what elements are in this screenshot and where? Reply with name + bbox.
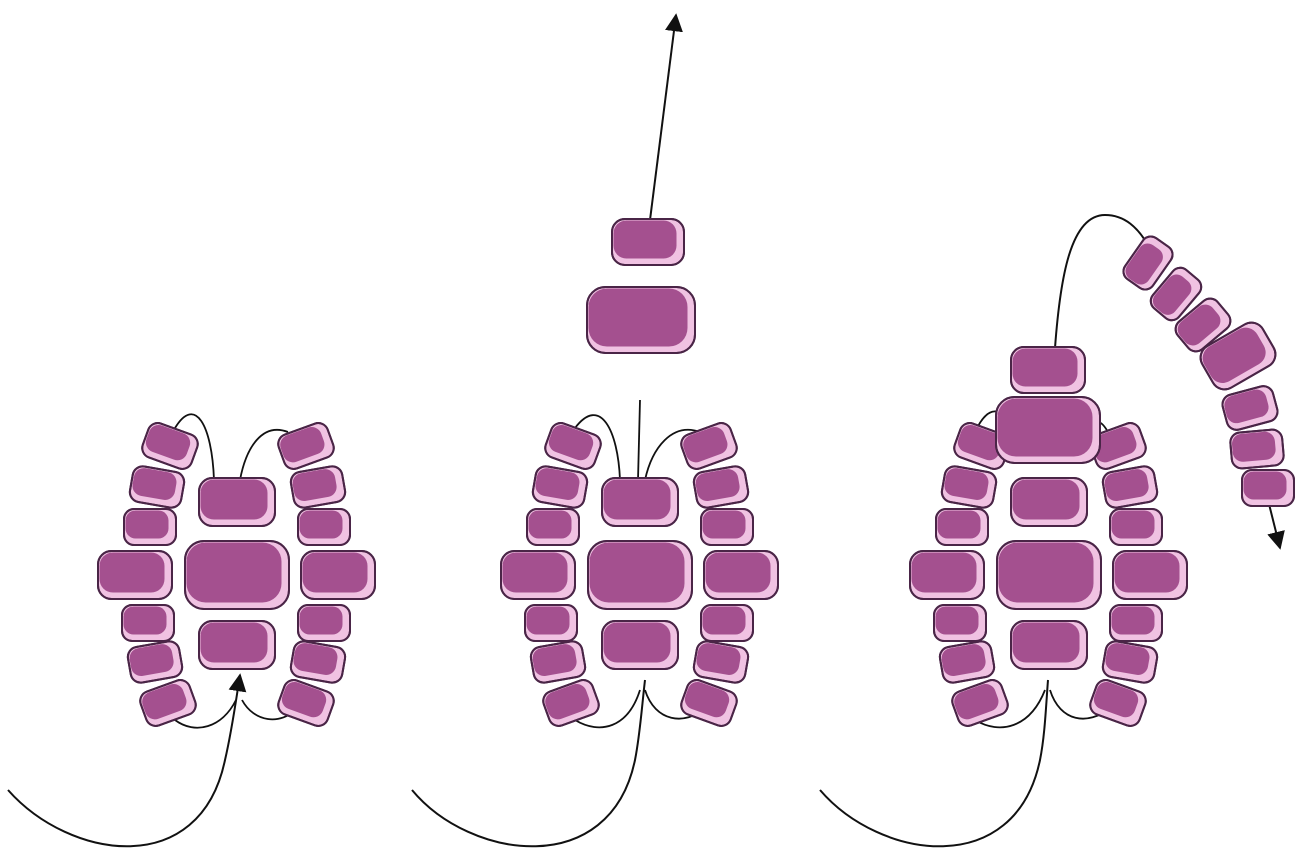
step-3-outgoing-thread — [1268, 500, 1280, 548]
step-2-center-bottom-bead — [602, 621, 678, 669]
step-2-right-bead — [678, 677, 739, 729]
step-3-right-bead — [1110, 509, 1162, 545]
step-3-center-top-bead — [1011, 478, 1087, 526]
step-1-right-bead — [289, 465, 346, 509]
step-2-left-bead — [525, 605, 577, 641]
step-3-left-bead — [934, 605, 986, 641]
step-1-right-bead — [275, 677, 336, 729]
step-3-left-bead — [936, 509, 988, 545]
step-2-outgoing-thread — [650, 15, 676, 220]
step-2-center-large-bead — [588, 541, 692, 609]
step-1-center-top-bead — [199, 478, 275, 526]
step-1-left-bead — [139, 420, 200, 472]
step-2-left-bead — [540, 677, 601, 729]
step-2-left-bead — [501, 551, 575, 599]
step-3-strung-bead — [1220, 384, 1280, 432]
step-1-center-bottom-bead — [199, 621, 275, 669]
step-2-left-bead — [527, 509, 579, 545]
step-3-right-bead — [1101, 640, 1158, 684]
step-1-left-bead — [137, 677, 198, 729]
step-3-right-bead — [1110, 605, 1162, 641]
step-3-strung-bead — [1230, 429, 1285, 469]
step-3-right-bead — [1101, 465, 1158, 509]
step-1-incoming-thread — [8, 675, 240, 846]
step-1-panel — [8, 414, 375, 846]
step-2-left-bead — [531, 465, 588, 509]
step-2-beads — [501, 219, 778, 729]
step-1-right-bead — [289, 640, 346, 684]
step-2-panel — [412, 15, 778, 846]
step-1-left-bead — [128, 465, 185, 509]
step-3-beads — [910, 233, 1294, 729]
step-1-center-large-bead — [185, 541, 289, 609]
step-1-left-bead — [122, 605, 174, 641]
step-3-center-large-bead — [997, 541, 1101, 609]
step-1-left-bead — [124, 509, 176, 545]
step-2-right-bead — [704, 551, 778, 599]
step-2-right-bead — [692, 465, 749, 509]
step-3-bottom-thread — [820, 680, 1048, 846]
step-2-right-bead — [701, 509, 753, 545]
step-3-right-bead — [1113, 551, 1187, 599]
step-3-added-large-bead — [996, 397, 1100, 463]
step-1-right-bead — [298, 605, 350, 641]
step-1-left-bead — [126, 640, 183, 684]
step-3-added-small-bead — [1011, 347, 1085, 393]
step-3-left-bead — [940, 465, 997, 509]
step-3-strung-bead — [1242, 470, 1294, 506]
step-2-right-bead — [678, 420, 739, 472]
step-1-right-bead — [301, 551, 375, 599]
step-2-center-top-bead — [602, 478, 678, 526]
step-2-left-bead — [529, 640, 586, 684]
step-2-bottom-thread — [412, 680, 645, 846]
step-2-right-bead — [701, 605, 753, 641]
step-2-added-large-bead — [587, 287, 695, 353]
step-2-left-bead — [542, 420, 603, 472]
step-3-left-bead — [938, 640, 995, 684]
step-1-right-bead — [275, 420, 336, 472]
step-2-right-bead — [692, 640, 749, 684]
step-3-panel — [820, 215, 1294, 846]
step-3-right-bead — [1087, 677, 1148, 729]
step-1-beads — [98, 420, 375, 729]
step-1-right-bead — [298, 509, 350, 545]
step-3-left-bead — [949, 677, 1010, 729]
step-3-left-bead — [910, 551, 984, 599]
step-3-center-bottom-bead — [1011, 621, 1087, 669]
step-2-added-small-bead — [612, 219, 684, 265]
step-1-left-bead — [98, 551, 172, 599]
